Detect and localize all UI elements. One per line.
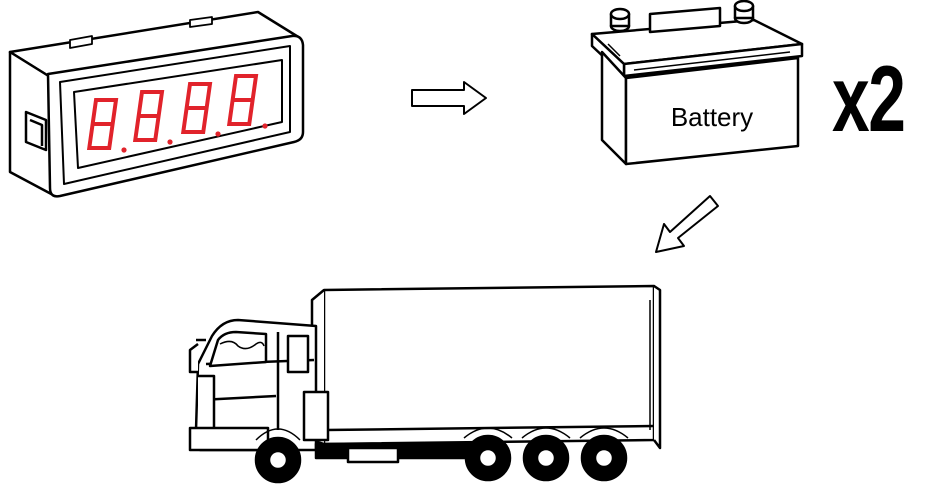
right-arrow-icon: [404, 78, 494, 118]
truck-icon: [176, 280, 666, 486]
battery-label: Battery: [671, 102, 753, 132]
down-left-arrow-icon: [644, 190, 724, 260]
panel-meter-icon: [0, 0, 310, 200]
multiplier-text: x2: [832, 46, 906, 151]
battery-icon: Battery: [584, 0, 810, 170]
